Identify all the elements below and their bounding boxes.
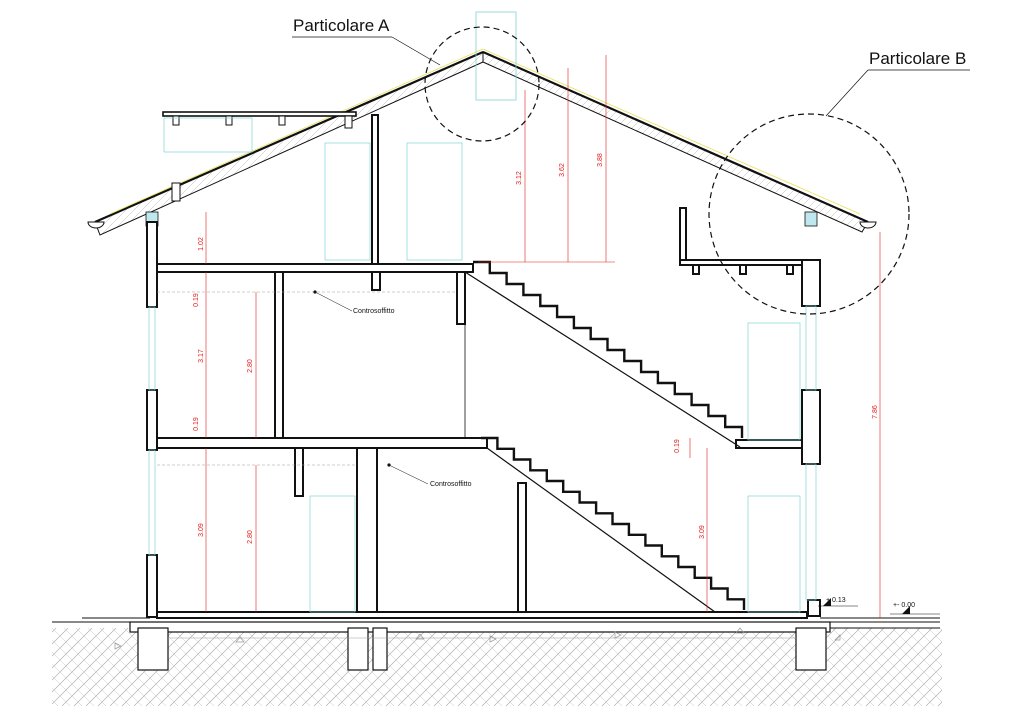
right-terrace-post-1 <box>692 264 700 275</box>
ground <box>52 617 942 706</box>
window-attic-2 <box>406 142 463 261</box>
footing-right <box>795 627 827 671</box>
roof-yellow-left <box>109 48 484 215</box>
note-controsoffitto-upper: Controsoffitto <box>353 308 395 315</box>
note-leader-upper <box>314 291 353 312</box>
dimension-labels: 1.02 3.12 3.62 3.88 0.19 3.17 2.80 0.19 … <box>193 153 879 544</box>
lower-partition-1 <box>356 447 378 617</box>
door-lower <box>309 495 356 613</box>
detail-a-label: Particolare A <box>293 16 390 35</box>
detail-b-circle <box>708 113 910 315</box>
note-controsoffitto-lower: Controsoffitto <box>430 481 472 488</box>
detail-a-leader-diag <box>391 36 441 66</box>
dim-slab-upper-bottom: 0.19 <box>193 417 200 431</box>
dim-slab-upper-top: 0.19 <box>193 293 200 307</box>
roof-outline-left <box>94 50 484 224</box>
window-attic-1 <box>324 142 371 261</box>
dimension-lines <box>205 55 881 618</box>
slab-upper-beam-3 <box>456 271 466 325</box>
roof-outline-right <box>482 50 869 224</box>
lower-partition-2 <box>517 482 527 617</box>
door-right-lower <box>747 495 801 613</box>
roof-yellow-right <box>482 48 861 215</box>
right-terrace-post-3 <box>786 264 794 275</box>
slab-middle-beam <box>294 447 304 497</box>
notes: Controsoffitto Controsoffitto <box>313 290 472 488</box>
stair-soffit-lower <box>486 447 716 613</box>
stair-flight-lower <box>481 436 746 610</box>
dim-total-height: 7.86 <box>872 405 879 419</box>
footing-left <box>137 627 169 671</box>
pergola-post-2 <box>225 115 233 126</box>
door-right-upper <box>747 322 801 441</box>
right-wall-lower <box>807 599 821 617</box>
stairs <box>157 260 746 613</box>
roof-slab-right <box>482 51 869 233</box>
level-triangle-floor <box>823 598 831 606</box>
dim-stair-slab: 0.19 <box>674 439 681 453</box>
dim-floor-height-upper: 3.17 <box>198 349 205 363</box>
slab-middle <box>156 437 488 449</box>
dim-room-height-upper: 2.80 <box>247 359 254 373</box>
right-wall-attic <box>801 259 821 307</box>
eave-block-right <box>804 211 818 227</box>
window-left-upper <box>148 306 156 391</box>
detail-b-leader-diag <box>825 69 869 117</box>
slab-upper-beam-2 <box>371 271 381 291</box>
pergola-beam <box>162 111 357 117</box>
terrace-pergola <box>162 111 357 202</box>
dim-ridge-362: 3.62 <box>559 163 566 177</box>
elevation-lines <box>148 142 817 613</box>
stair-landing-upper <box>735 439 803 449</box>
roof <box>87 11 877 236</box>
dim-attic-wall: 1.02 <box>198 237 205 251</box>
level-floor-label: + 0.13 <box>826 597 846 604</box>
right-terrace-post-2 <box>739 264 747 275</box>
gutter-right <box>859 221 877 229</box>
roof-upstand <box>171 182 181 202</box>
left-wall-attic <box>146 221 158 308</box>
stair-soffit-upper <box>464 271 741 448</box>
detail-a-circle <box>424 26 540 142</box>
gravel-marks <box>114 627 841 650</box>
detail-callouts: Particolare A Particolare B <box>292 16 970 315</box>
dim-floor-height-lower: 3.09 <box>198 523 205 537</box>
right-parapet <box>679 207 687 261</box>
window-left-lower <box>148 449 156 556</box>
window-right-upper <box>805 305 817 391</box>
footing-mid-2 <box>372 627 388 671</box>
right-wall-upper <box>801 389 821 465</box>
dim-stair-height: 3.09 <box>699 525 706 539</box>
foundation-slab <box>129 621 831 633</box>
left-wall-upper <box>146 389 158 451</box>
gutter-left <box>87 221 105 229</box>
dim-ridge-312: 3.12 <box>516 171 523 185</box>
level-triangle-ground <box>902 606 910 614</box>
terrace-cyan <box>163 117 253 153</box>
stair-flight-upper <box>473 260 744 438</box>
window-right-lower <box>805 463 817 601</box>
pergola-post-3 <box>278 115 286 126</box>
level-ground-label: +- 0.00 <box>893 602 915 609</box>
left-wall-lower <box>146 554 158 618</box>
level-markers: + 0.13 +- 0.00 <box>818 597 940 615</box>
soil-hatch <box>52 628 942 706</box>
pergola-post-4 <box>344 115 353 129</box>
slab-upper-beam-1 <box>274 271 284 439</box>
detail-b-label: Particolare B <box>869 49 966 68</box>
dim-ridge-388: 3.88 <box>597 153 604 167</box>
chimney <box>475 11 517 101</box>
note-leader-lower <box>388 464 429 485</box>
attic-wall <box>371 114 379 273</box>
slab-upper-left <box>156 263 474 273</box>
footing-mid-1 <box>347 627 369 671</box>
slab-ground <box>156 611 808 619</box>
pergola-post-1 <box>172 115 180 126</box>
dim-room-height-lower: 2.80 <box>247 530 254 544</box>
